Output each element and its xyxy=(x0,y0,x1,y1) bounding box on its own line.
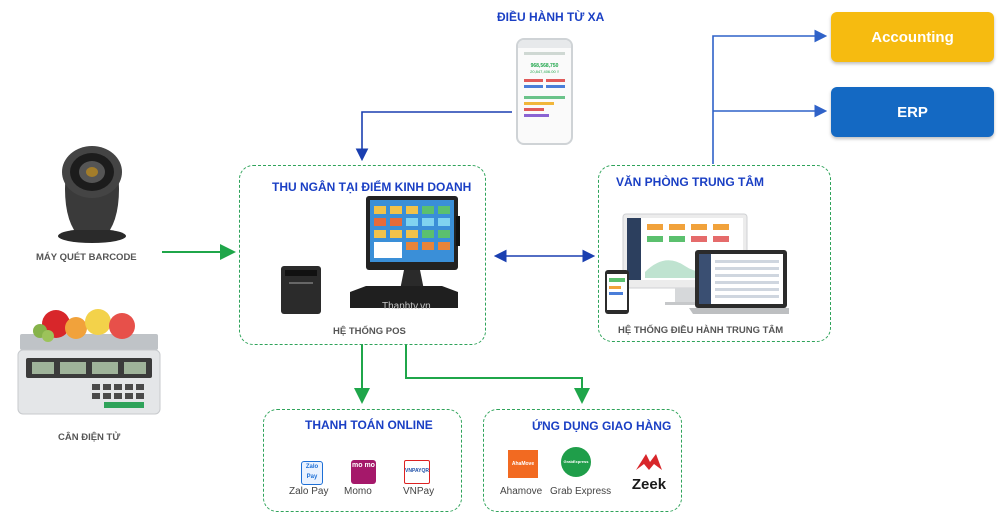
barcode-caption: MÁY QUÉT BARCODE xyxy=(36,252,137,263)
ahamove-logo: AhaMove xyxy=(508,450,538,478)
watermark: Thanhtv.vn xyxy=(382,301,431,312)
phone-subamount: 20,847,406.00 ₫ xyxy=(530,69,559,74)
erp-system: ERP xyxy=(831,87,994,137)
grabexpress-logo-text: GrabExpress xyxy=(563,459,589,464)
pos-box xyxy=(239,165,486,345)
zalopay-logo: Zalo Pay xyxy=(301,461,323,485)
delivery-box xyxy=(483,409,682,512)
momo-logo: mo mo xyxy=(351,460,376,484)
office-caption: HỆ THỐNG ĐIỀU HÀNH TRUNG TÂM xyxy=(618,325,784,336)
barcode-scanner-image xyxy=(52,140,132,244)
zeek-logo: Zeek xyxy=(626,452,672,494)
zalopay-logo-text: Zalo Pay xyxy=(305,464,319,480)
remote-title: ĐIỀU HÀNH TỪ XA xyxy=(497,10,605,24)
delivery-title: ỨNG DỤNG GIAO HÀNG xyxy=(532,419,672,433)
accounting-system: Accounting xyxy=(831,12,994,62)
zeek-bird-icon xyxy=(636,454,662,470)
ahamove-label: Ahamove xyxy=(500,486,543,497)
office-devices-image xyxy=(605,212,793,318)
receipt-printer-image xyxy=(279,262,323,316)
pos-title: THU NGÂN TẠI ĐIỂM KINH DOANH xyxy=(272,180,472,194)
momo-logo-text: mo mo xyxy=(352,462,375,469)
vnpay-logo-text: VNPAYQR xyxy=(405,468,429,474)
payment-box xyxy=(263,409,462,512)
grabexpress-label: Grab Express xyxy=(550,486,612,497)
pos-caption: HỆ THỐNG POS xyxy=(333,326,406,337)
arrow-remote-to-pos xyxy=(355,111,512,162)
ahamove-logo-text: AhaMove xyxy=(511,461,535,467)
payment-title: THANH TOÁN ONLINE xyxy=(305,418,433,432)
scale-caption: CÂN ĐIỆN TỬ xyxy=(58,432,121,443)
pos-terminal-image xyxy=(346,196,462,314)
phone-amount: 968,568,750 xyxy=(530,63,559,69)
vnpay-logo: VNPAYQR xyxy=(404,460,430,484)
arrow-pos-to-delivery xyxy=(405,344,590,404)
office-title: VĂN PHÒNG TRUNG TÂM xyxy=(616,175,764,189)
momo-label: Momo xyxy=(344,486,372,497)
electronic-scale-image xyxy=(16,298,162,418)
office-box xyxy=(598,165,831,342)
vnpay-label: VNPay xyxy=(403,486,435,497)
arrow-office-to-accounting xyxy=(712,29,828,164)
smartphone-image: 968,568,750 20,847,406.00 ₫ xyxy=(516,38,573,145)
zalopay-label: Zalo Pay xyxy=(289,486,329,497)
grabexpress-logo: GrabExpress xyxy=(561,447,591,477)
zeek-logo-text: Zeek xyxy=(631,476,667,493)
